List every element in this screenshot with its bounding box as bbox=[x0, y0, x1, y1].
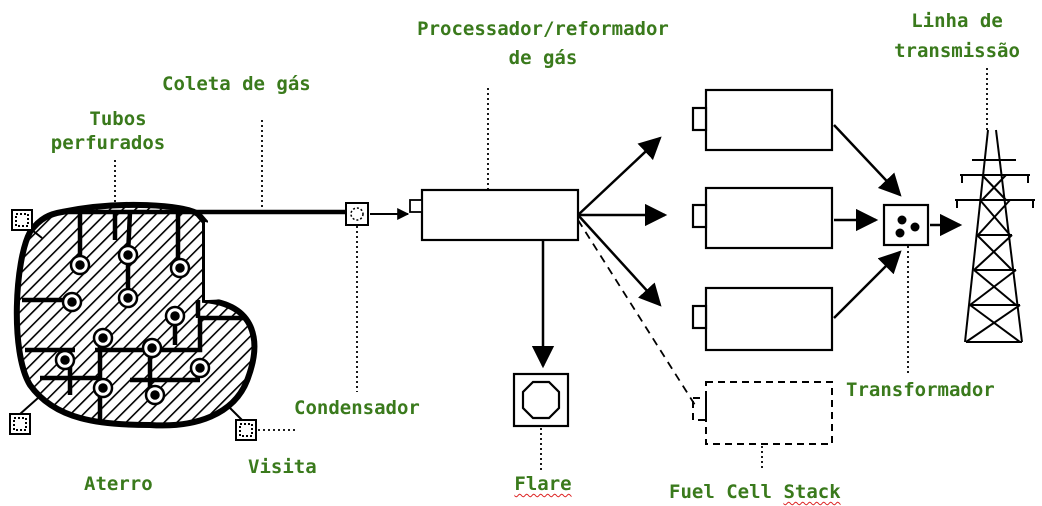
label-tubos: Tubos bbox=[89, 108, 147, 130]
transmission-tower bbox=[955, 129, 1035, 343]
label-stack: Stack bbox=[783, 481, 841, 503]
gas-processor bbox=[409, 188, 580, 242]
condenser bbox=[345, 202, 369, 226]
flare bbox=[512, 372, 570, 428]
label-fuel-cell-stack: Fuel Cell Stack bbox=[669, 480, 841, 504]
label-linha-de: Linha de bbox=[911, 10, 1003, 32]
fuel-cell-stack bbox=[692, 381, 833, 445]
label-cell: Cell bbox=[726, 481, 772, 503]
label-visita: Visita bbox=[248, 456, 317, 478]
processor-output-arrows bbox=[531, 136, 696, 406]
label-transformador: Transformador bbox=[846, 379, 995, 401]
generators bbox=[691, 88, 834, 352]
label-aterro: Aterro bbox=[84, 473, 153, 495]
gas-wells bbox=[54, 244, 211, 406]
label-processador-line1: Processador/reformador bbox=[417, 18, 669, 40]
label-condensador: Condensador bbox=[294, 397, 420, 419]
label-flare: Flare bbox=[514, 473, 572, 495]
leader-lines bbox=[114, 68, 988, 470]
transformer bbox=[882, 203, 930, 247]
label-coleta-de-gas: Coleta de gás bbox=[162, 73, 311, 95]
label-processador-line2: de gás bbox=[508, 47, 578, 69]
landfill bbox=[9, 201, 360, 441]
landfill-notch bbox=[205, 222, 232, 300]
label-transmissao: transmissão bbox=[894, 40, 1020, 62]
generator-to-transformer-arrows bbox=[833, 124, 963, 319]
label-fuel: Fuel bbox=[669, 481, 715, 503]
monitoring-boxes bbox=[9, 209, 257, 441]
label-perfurados: perfurados bbox=[50, 132, 166, 154]
